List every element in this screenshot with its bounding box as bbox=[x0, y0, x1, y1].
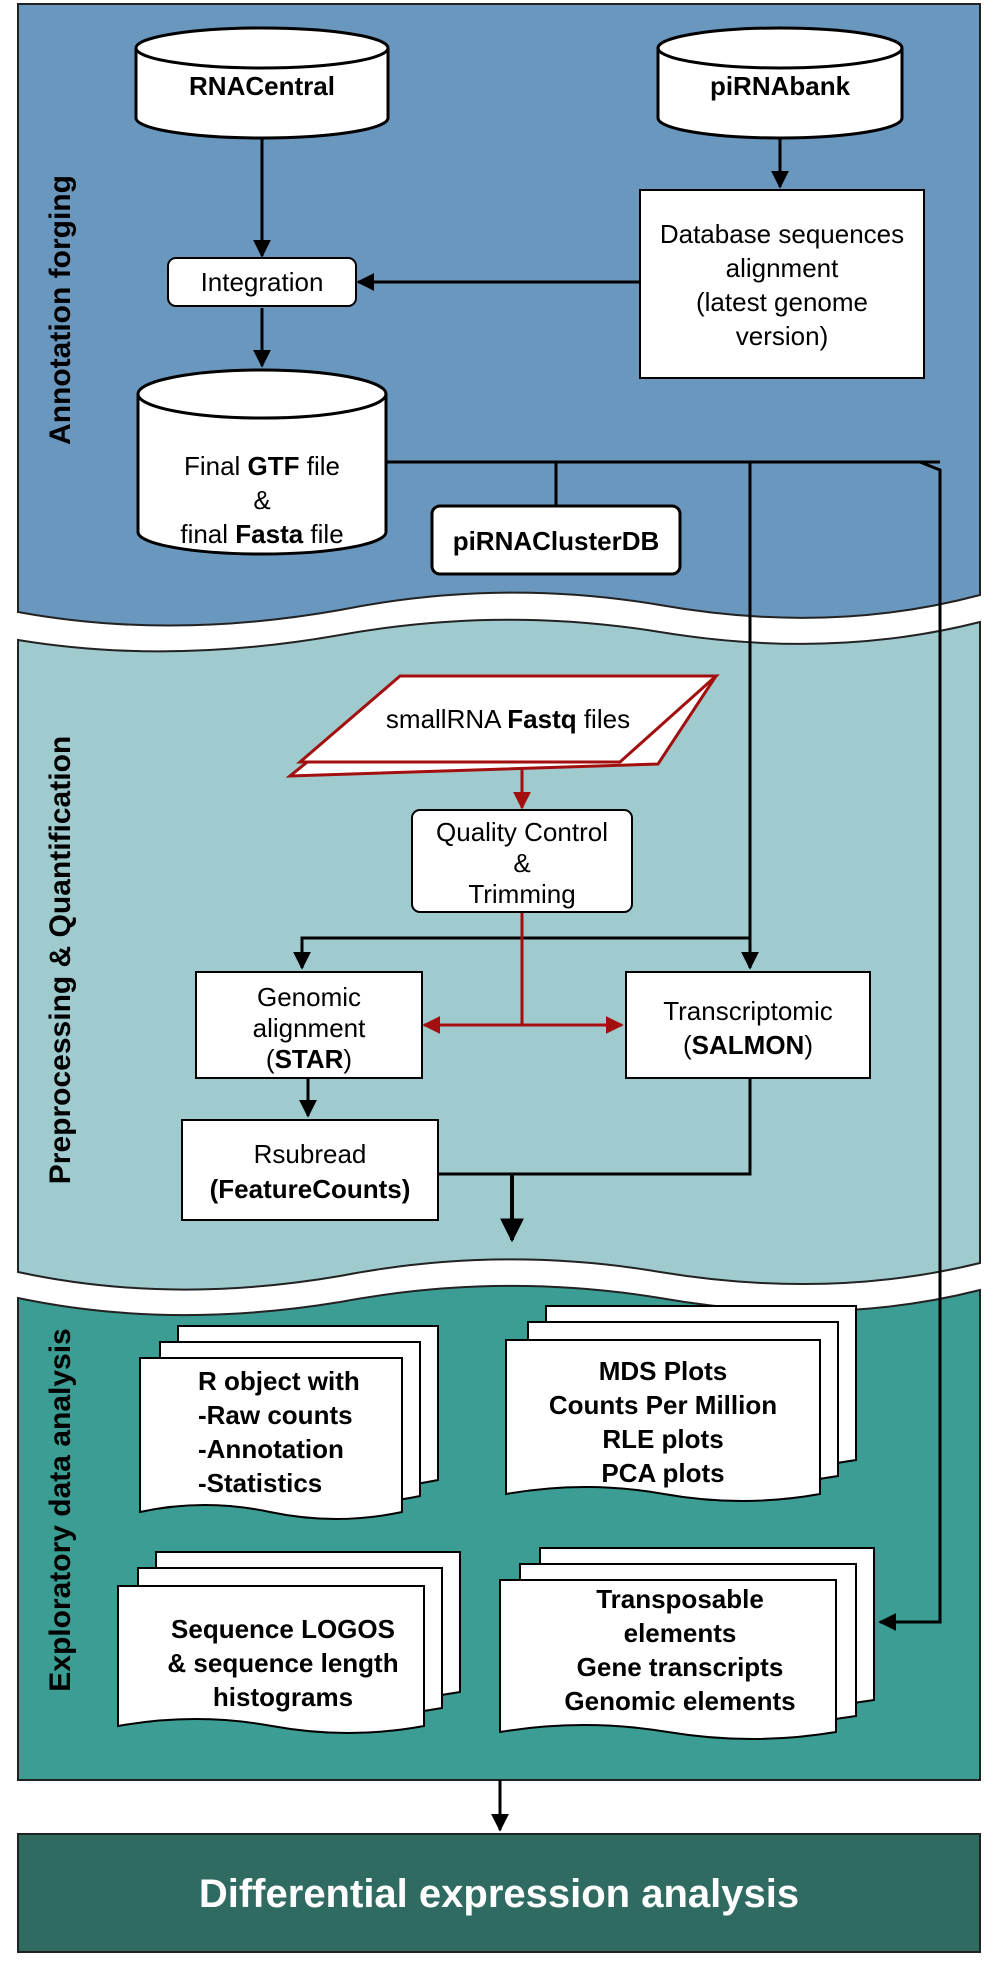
pirnabank-label: piRNAbank bbox=[710, 71, 851, 101]
db-alignment-line-2: alignment bbox=[726, 253, 840, 283]
line-transcriptomic-merge bbox=[512, 1078, 752, 1176]
final-files-line-2: & bbox=[253, 485, 270, 515]
plots-line-4: PCA plots bbox=[601, 1458, 724, 1488]
rsubread-box: Rsubread (FeatureCounts) bbox=[181, 1119, 439, 1221]
exploratory-section-title: Exploratory data analysis bbox=[44, 1328, 77, 1692]
pirnaclusterdb-label: piRNAClusterDB bbox=[453, 526, 660, 556]
quality-control-box: Quality Control & Trimming bbox=[411, 809, 633, 913]
rsubread-line-2: (FeatureCounts) bbox=[210, 1174, 411, 1204]
fastq-files-node: smallRNA Fastq files bbox=[285, 674, 720, 778]
logos-output: Sequence LOGOS & sequence length histogr… bbox=[117, 1551, 461, 1734]
db-alignment-line-4: version) bbox=[736, 321, 828, 351]
final-files-line-3: final Fasta file bbox=[180, 519, 343, 549]
genomic-line-3: (STAR) bbox=[266, 1044, 352, 1074]
genomic-alignment-box: Genomic alignment (STAR) bbox=[195, 971, 423, 1079]
final-files-line-1: Final GTF file bbox=[184, 451, 340, 481]
elements-output: Transposable elements Gene transcripts G… bbox=[499, 1547, 875, 1740]
rsubread-line-1: Rsubread bbox=[254, 1139, 367, 1169]
plots-line-3: RLE plots bbox=[602, 1424, 723, 1454]
arrow-final-to-elements bbox=[878, 460, 942, 1631]
arrow-final-to-genomic bbox=[293, 936, 750, 970]
pirnabank-database: piRNAbank bbox=[656, 26, 904, 140]
plots-line-1: MDS Plots bbox=[599, 1356, 728, 1386]
fastq-label: smallRNA Fastq files bbox=[386, 704, 630, 734]
logos-line-1: Sequence LOGOS bbox=[171, 1614, 395, 1644]
robject-line-1: R object with bbox=[198, 1366, 360, 1396]
logos-line-2: & sequence length bbox=[167, 1648, 398, 1678]
transcriptomic-line-1: Transcriptomic bbox=[663, 996, 833, 1026]
rnacentral-database: RNACentral bbox=[134, 26, 390, 140]
genomic-line-1: Genomic bbox=[257, 982, 361, 1012]
robject-line-3: -Annotation bbox=[198, 1434, 344, 1464]
annotation-section-title: Annotation forging bbox=[44, 175, 77, 445]
logos-line-3: histograms bbox=[213, 1682, 353, 1712]
integration-box: Integration bbox=[167, 257, 357, 307]
differential-expression-title: Differential expression analysis bbox=[199, 1872, 799, 1916]
final-files-database: Final GTF file & final Fasta file bbox=[136, 368, 388, 556]
qc-line-2: & bbox=[513, 848, 530, 878]
qc-line-1: Quality Control bbox=[436, 817, 608, 847]
pirnaclusterdb-box: piRNAClusterDB bbox=[430, 504, 682, 576]
transcriptomic-box: Transcriptomic (SALMON) bbox=[625, 971, 871, 1079]
plots-output: MDS Plots Counts Per Million RLE plots P… bbox=[505, 1305, 857, 1502]
differential-expression-box: Differential expression analysis bbox=[17, 1833, 981, 1953]
preprocessing-section-title: Preprocessing & Quantification bbox=[44, 736, 77, 1184]
genomic-line-2: alignment bbox=[253, 1013, 367, 1043]
rnacentral-label: RNACentral bbox=[189, 71, 335, 101]
elements-line-1: Transposable bbox=[596, 1584, 764, 1614]
db-alignment-box: Database sequences alignment (latest gen… bbox=[639, 189, 925, 379]
elements-line-2: elements bbox=[624, 1618, 737, 1648]
robject-output: R object with -Raw counts -Annotation -S… bbox=[139, 1325, 439, 1520]
transcriptomic-line-2: (SALMON) bbox=[683, 1030, 813, 1060]
robject-line-2: -Raw counts bbox=[198, 1400, 353, 1430]
plots-line-2: Counts Per Million bbox=[549, 1390, 777, 1420]
db-alignment-line-3: (latest genome bbox=[696, 287, 868, 317]
integration-label: Integration bbox=[201, 267, 324, 297]
qc-line-3: Trimming bbox=[468, 879, 575, 909]
robject-line-4: -Statistics bbox=[198, 1468, 322, 1498]
elements-line-4: Genomic elements bbox=[564, 1686, 795, 1716]
db-alignment-line-1: Database sequences bbox=[660, 219, 904, 249]
elements-line-3: Gene transcripts bbox=[577, 1652, 784, 1682]
